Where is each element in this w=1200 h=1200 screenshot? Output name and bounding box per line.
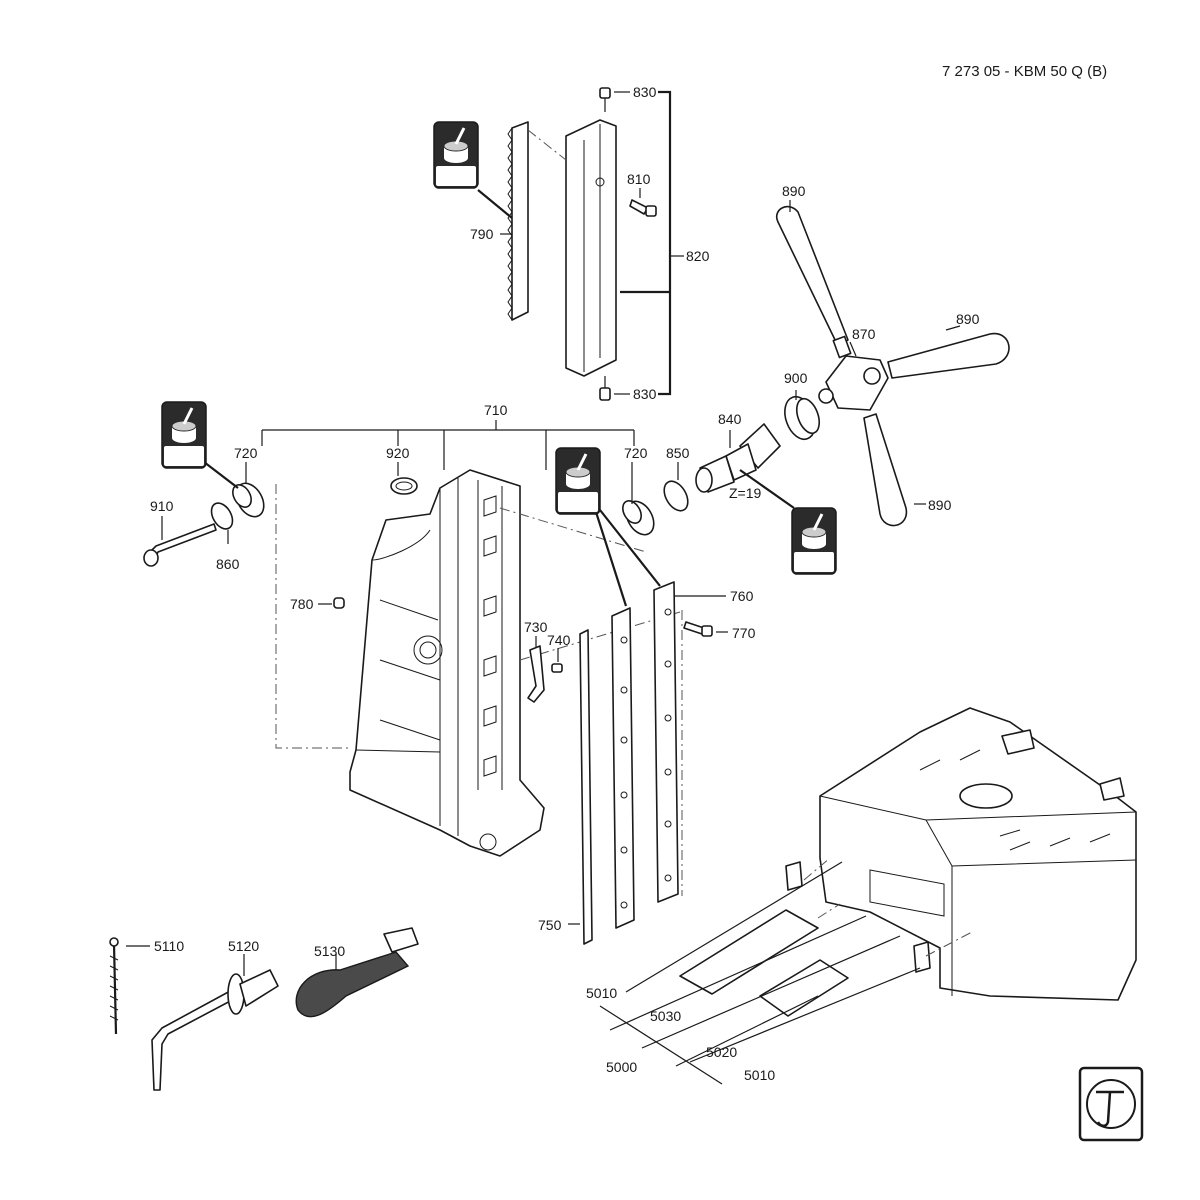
label-770: 770 [732,625,756,641]
label-900: 900 [784,370,808,386]
foam-5020 [759,959,849,1017]
label-890: 890 [928,497,952,513]
label-910: 910 [150,498,174,514]
bolt-910 [143,516,217,567]
screw-830-bottom [599,376,630,401]
carry-case-5000 [819,707,1137,1001]
oring-920 [390,462,418,495]
label-890: 890 [956,311,980,327]
grease-brush-icon [160,400,208,470]
label-920: 920 [386,445,410,461]
label-870: 870 [852,326,876,342]
label-830: 830 [633,84,657,100]
label-5110: 5110 [154,938,184,954]
pin-5110 [109,937,150,1035]
label-830: 830 [633,386,657,402]
screw-810 [629,188,657,217]
handle-890-upper [775,205,852,359]
grease-brush-icon [432,120,480,190]
label-5030: 5030 [650,1008,681,1024]
label-790: 790 [470,226,494,242]
strip-760-b [653,581,679,903]
label-5010: 5010 [744,1067,775,1083]
label-850: 850 [666,445,690,461]
foam-5030 [679,909,819,995]
handle-890-right [887,332,1010,379]
label-760: 760 [730,588,754,604]
grease-brush-icon [790,506,838,576]
label-820: 820 [686,248,710,264]
label-5010: 5010 [586,985,617,1001]
label-z19: Z=19 [729,485,762,501]
screw-830-top [599,87,630,112]
screw-770 [683,621,728,637]
label-730: 730 [524,619,548,635]
label-860: 860 [216,556,240,572]
rack-790 [507,121,529,321]
label-720: 720 [234,445,258,461]
label-720: 720 [624,445,648,461]
spring-730 [527,636,545,703]
label-5130: 5130 [314,943,345,959]
strip-760-a [611,607,635,929]
fein-logo-icon [1078,1066,1144,1142]
guide-rail-820 [565,119,617,377]
ring-900 [784,395,821,441]
strap-5130 [295,927,419,1018]
tool-5120 [151,954,279,1091]
grease-brush-icon [554,446,602,516]
label-5000: 5000 [606,1059,637,1075]
bushing-720-right [622,500,655,536]
ring-850 [663,480,689,512]
bushing-720-left [232,462,265,518]
label-840: 840 [718,411,742,427]
strip-750 [568,629,593,945]
label-890: 890 [782,183,806,199]
label-740: 740 [547,632,571,648]
label-5020: 5020 [706,1044,737,1060]
label-710: 710 [484,402,508,418]
label-5120: 5120 [228,938,259,954]
latch-5010-a [785,861,803,891]
handle-890-lower [863,413,908,527]
ring-860 [210,502,234,544]
latch-5010-b [913,941,931,973]
screw-740 [551,648,563,673]
label-750: 750 [538,917,562,933]
hub-870 [818,355,889,411]
column-housing-710 [349,469,545,857]
screw-780 [318,597,345,609]
shaft-840 [695,423,781,493]
label-780: 780 [290,596,314,612]
document-title: 7 273 05 - KBM 50 Q (B) [942,63,1107,80]
label-810: 810 [627,171,651,187]
